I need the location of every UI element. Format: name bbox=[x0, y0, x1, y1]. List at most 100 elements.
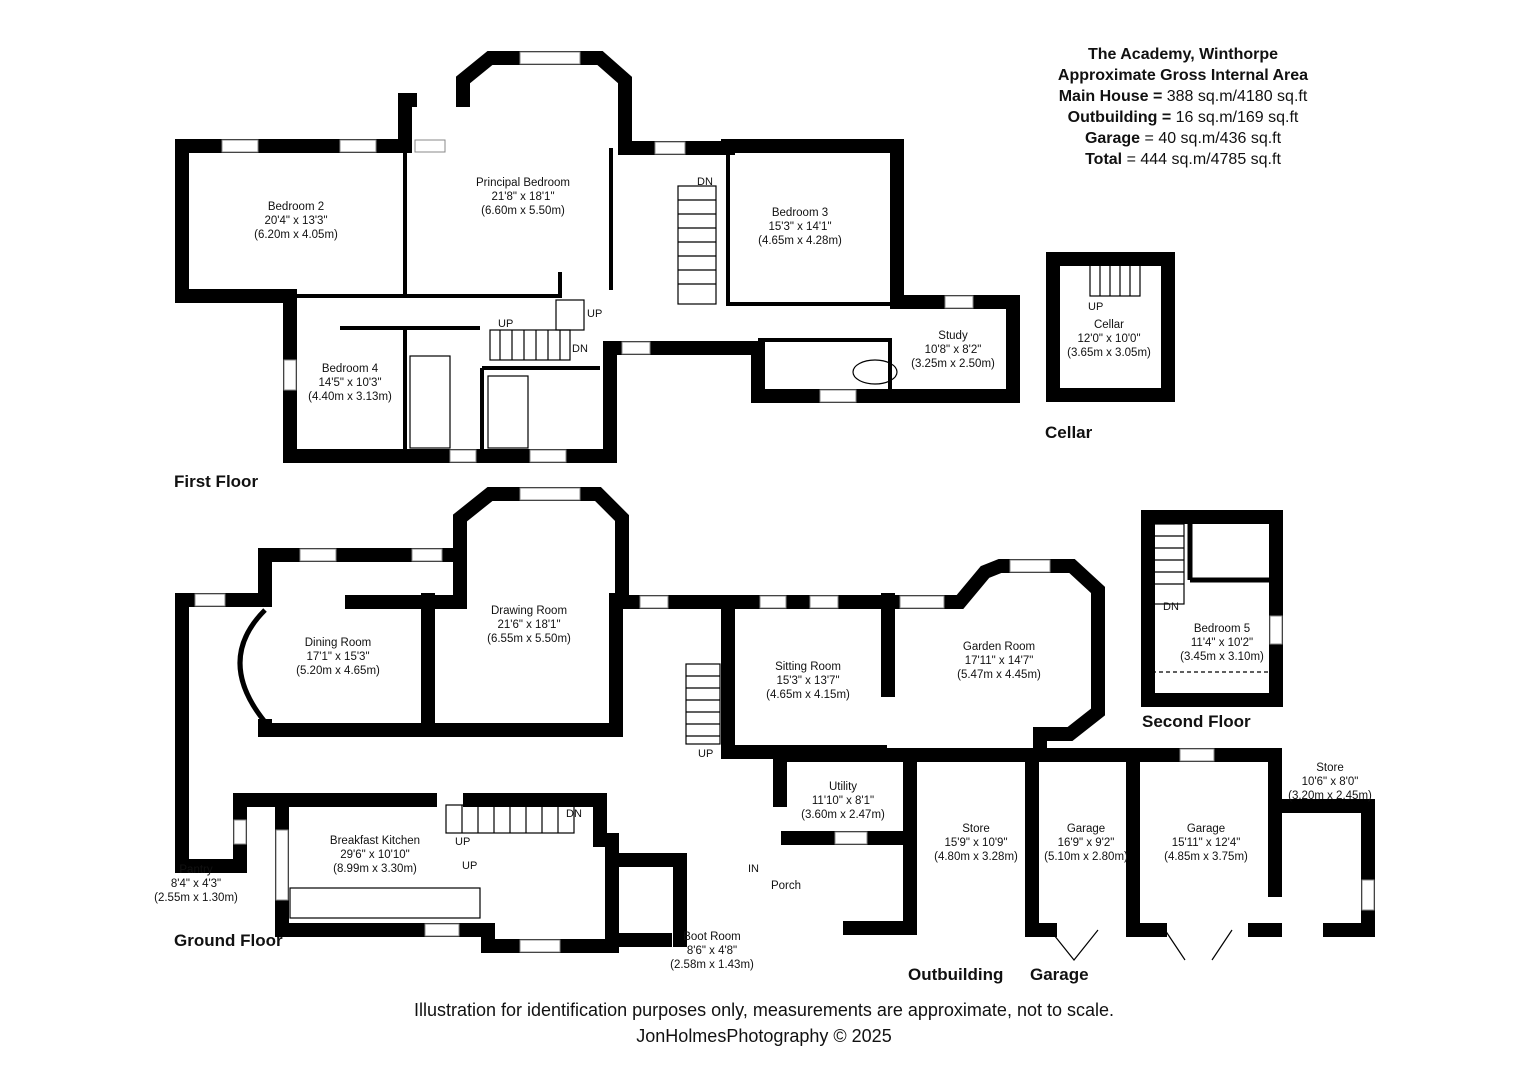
area-row: Outbuilding = 16 sq.m/169 sq.ft bbox=[1000, 107, 1366, 128]
room-metric: (6.55m x 5.50m) bbox=[487, 633, 571, 645]
stair-label: DN bbox=[697, 176, 713, 188]
room-metric: (4.65m x 4.28m) bbox=[758, 235, 842, 247]
wall bbox=[1141, 510, 1283, 707]
wall bbox=[175, 139, 1020, 463]
area-row-label: Total bbox=[1085, 151, 1123, 168]
room-name: Principal Bedroom bbox=[476, 177, 570, 189]
room-metric: (5.10m x 2.80m) bbox=[1044, 851, 1128, 863]
area-row-value: 16 sq.m/169 sq.ft bbox=[1171, 109, 1299, 126]
wall bbox=[726, 148, 897, 306]
stair-label: UP bbox=[1088, 301, 1103, 313]
room-metric: (4.85m x 3.75m) bbox=[1164, 851, 1248, 863]
worktop bbox=[289, 887, 481, 919]
window bbox=[424, 923, 460, 937]
floor-label: Ground Floor bbox=[174, 931, 283, 950]
stair-label: UP bbox=[698, 748, 713, 760]
room-metric: (4.65m x 4.15m) bbox=[766, 689, 850, 701]
wall bbox=[175, 93, 417, 153]
window bbox=[819, 389, 857, 403]
wall bbox=[456, 51, 904, 309]
staircase bbox=[1153, 523, 1185, 605]
room-imperial: 15'11" x 12'4" bbox=[1172, 837, 1241, 849]
room-imperial: 15'3" x 13'7" bbox=[776, 675, 839, 687]
staircase bbox=[685, 663, 721, 745]
room-name: Breakfast Kitchen bbox=[330, 835, 420, 847]
entrance-label: IN bbox=[748, 863, 759, 875]
floor-label: Second Floor bbox=[1142, 712, 1251, 731]
room-imperial: 12'0" x 10'0" bbox=[1077, 333, 1140, 345]
window bbox=[221, 139, 259, 153]
room-name: Garden Room bbox=[963, 641, 1035, 653]
window bbox=[1269, 615, 1283, 645]
stair-label: DN bbox=[1163, 601, 1179, 613]
room-imperial: 21'6" x 18'1" bbox=[497, 619, 560, 631]
floor-label: Cellar bbox=[1045, 423, 1093, 442]
window bbox=[639, 595, 669, 609]
area-row-label: Garage bbox=[1084, 130, 1141, 147]
stair-label: UP bbox=[462, 860, 477, 872]
wall bbox=[1270, 799, 1375, 937]
room-name: Drawing Room bbox=[491, 605, 567, 617]
stair-label: UP bbox=[455, 836, 470, 848]
window bbox=[1179, 748, 1215, 762]
window bbox=[449, 449, 477, 463]
area-row: Main House = 388 sq.m/4180 sq.ft bbox=[1000, 86, 1366, 107]
ground-floor-plan: Dining Room 17'1" x 15'3" (5.20m x 4.65m… bbox=[154, 487, 1375, 984]
window bbox=[809, 595, 839, 609]
room-metric: (2.58m x 1.43m) bbox=[670, 959, 754, 971]
window bbox=[519, 939, 561, 953]
room-metric: (6.20m x 4.05m) bbox=[254, 229, 338, 241]
room-name: Garage bbox=[1067, 823, 1105, 835]
wall bbox=[345, 548, 467, 609]
shower bbox=[409, 355, 451, 449]
wall bbox=[843, 748, 917, 935]
room-imperial: 11'4" x 10'2" bbox=[1191, 637, 1253, 649]
wall bbox=[1025, 748, 1057, 937]
room-imperial: 16'9" x 9'2" bbox=[1058, 837, 1115, 849]
staircase bbox=[489, 299, 585, 361]
cellar-plan: UP Cellar 12'0" x 10'0" (3.65m x 3.05m) … bbox=[1045, 252, 1175, 442]
wall bbox=[405, 272, 562, 298]
room-name: Garage bbox=[1187, 823, 1225, 835]
area-row-label: Main House = bbox=[1058, 88, 1163, 105]
window bbox=[944, 295, 974, 309]
wall bbox=[175, 793, 672, 953]
room-imperial: 17'11" x 14'7" bbox=[965, 655, 1034, 667]
room-metric: (4.80m x 3.28m) bbox=[934, 851, 1018, 863]
window bbox=[414, 139, 446, 153]
second-floor-plan: DN Bedroom 5 11'4" x 10'2" (3.45m x 3.10… bbox=[1141, 510, 1283, 731]
room-name: Bedroom 2 bbox=[268, 201, 324, 213]
bath bbox=[487, 375, 529, 449]
window bbox=[283, 359, 297, 391]
window bbox=[519, 487, 581, 501]
window bbox=[834, 831, 868, 845]
wall bbox=[463, 793, 607, 847]
room-name: Utility bbox=[829, 781, 857, 793]
window bbox=[411, 548, 443, 562]
room-imperial: 8'4" x 4'3" bbox=[171, 878, 221, 890]
room-imperial: 10'8" x 8'2" bbox=[925, 344, 982, 356]
room-imperial: 20'4" x 13'3" bbox=[264, 215, 327, 227]
window bbox=[233, 819, 247, 845]
floor-label: Outbuilding bbox=[908, 965, 1003, 984]
wall bbox=[605, 853, 687, 947]
window bbox=[529, 449, 567, 463]
room-name: Bedroom 4 bbox=[322, 363, 379, 375]
area-row-value: = 444 sq.m/4785 sq.ft bbox=[1122, 151, 1281, 168]
stair-label: UP bbox=[587, 308, 602, 320]
room-metric: (8.99m x 3.30m) bbox=[333, 863, 417, 875]
staircase bbox=[1089, 261, 1141, 297]
staircase bbox=[445, 804, 575, 834]
area-row: Total = 444 sq.m/4785 sq.ft bbox=[1000, 149, 1366, 170]
area-row-value: = 40 sq.m/436 sq.ft bbox=[1140, 130, 1282, 147]
room-metric: (3.60m x 2.47m) bbox=[801, 809, 885, 821]
area-subtitle: Approximate Gross Internal Area bbox=[1057, 67, 1309, 84]
room-name: Store bbox=[1316, 762, 1344, 774]
room-metric: (2.55m x 1.30m) bbox=[154, 892, 238, 904]
window bbox=[299, 548, 337, 562]
room-name: Cellar bbox=[1094, 319, 1124, 331]
wall bbox=[1126, 748, 1167, 937]
room-imperial: 8'6" x 4'8" bbox=[687, 945, 737, 957]
bath bbox=[852, 359, 898, 385]
